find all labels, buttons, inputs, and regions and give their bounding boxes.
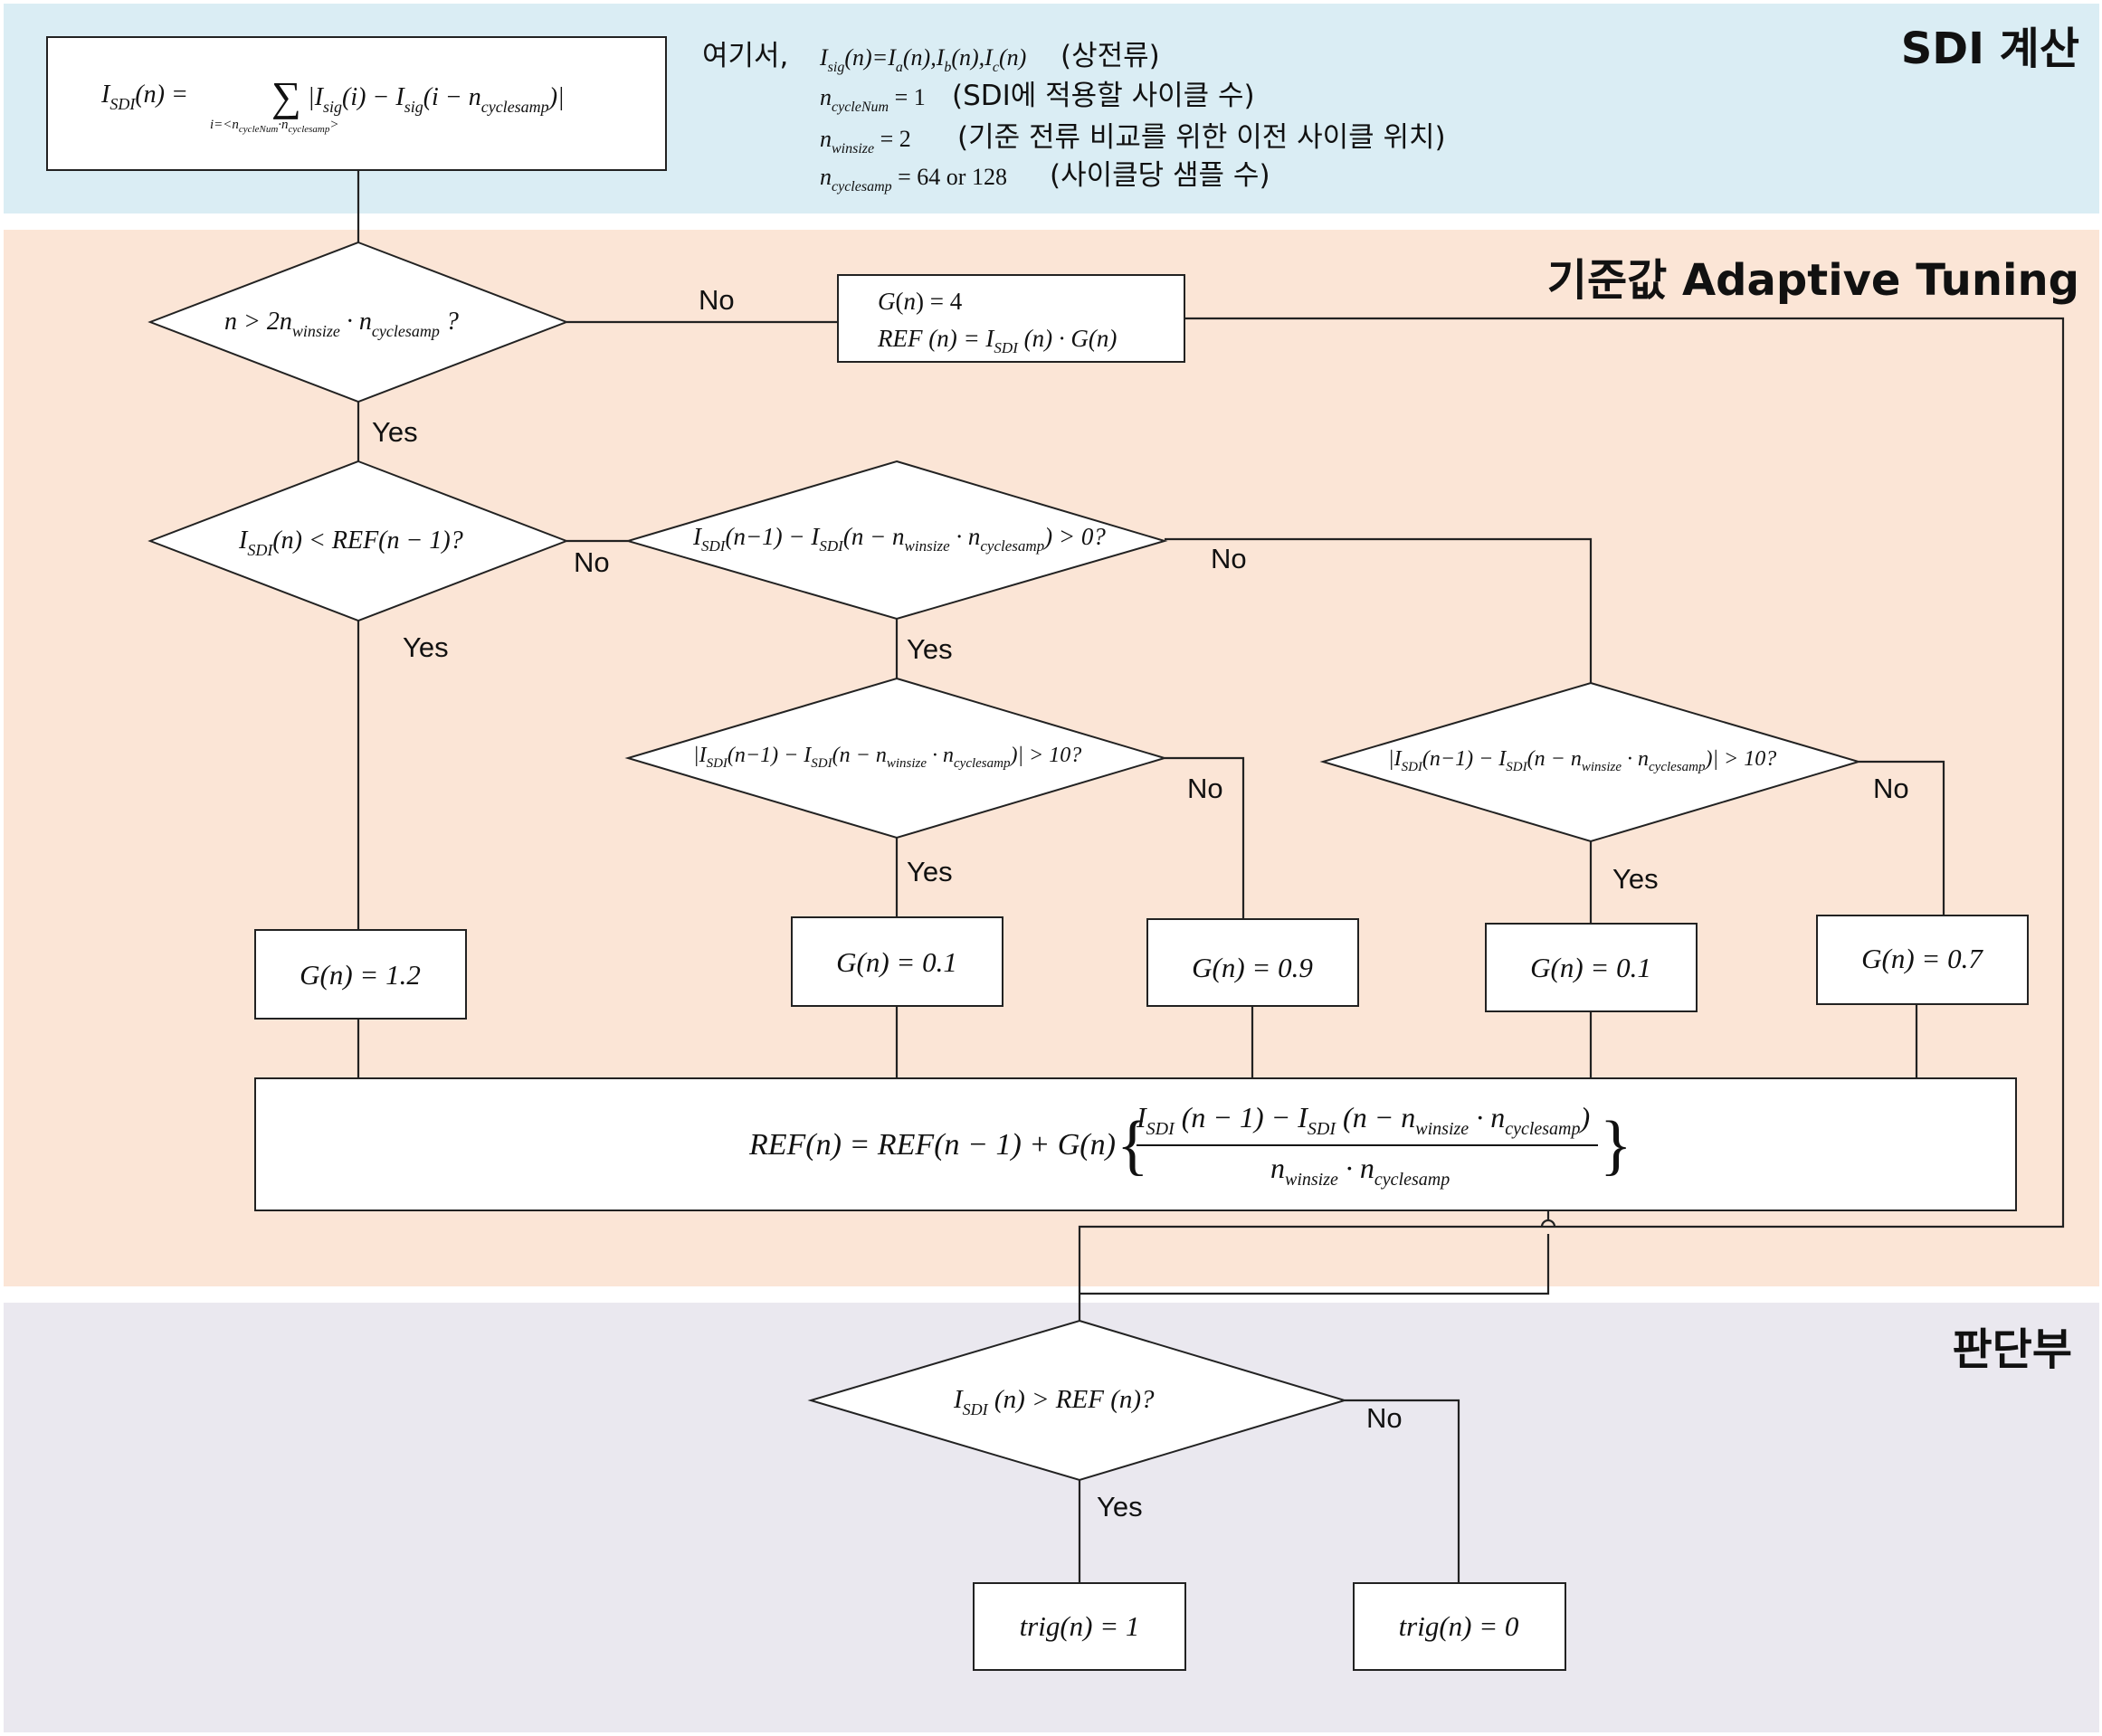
notes-line4-desc: (사이클당 샘플 수) [1050,159,1270,192]
edge-label-yes-d5: Yes [1612,863,1659,895]
gain-box-1-2 [254,929,467,1020]
trigger-off-label: trig(n) = 0 [1399,1610,1519,1642]
edge-label-yes-d2: Yes [403,631,449,663]
reference-update-box [254,1077,2017,1211]
edge-label-no-d2: No [574,546,610,578]
notes-line1-desc: (상전류) [1061,40,1160,72]
svg-text:∑: ∑ [271,73,301,119]
variable-notes: 여기서, Isig(n)=Ia(n),Ib(n),Ic(n) (상전류) ncy… [702,40,1446,194]
decision-trend-positive [624,460,1168,621]
decision-large-change-positive [624,677,1168,840]
svg-text:ISDI(n) < REF(n − 1)?: ISDI(n) < REF(n − 1)? [238,526,463,559]
trigger-off-box [1353,1582,1566,1671]
connectors [357,170,2065,1583]
trigger-on-label: trig(n) = 1 [1020,1610,1140,1642]
svg-text:|ISDI(n−1) − ISDI(n − nwinsize: |ISDI(n−1) − ISDI(n − nwinsize · ncycles… [1388,747,1776,774]
judge-section-title: 판단부 [1953,1324,2072,1375]
gain-box-0-9 [1146,918,1359,1007]
trigger-on-box [973,1582,1186,1671]
svg-text:Isig(n)=Ia(n),Ib(n),Ic(n): Isig(n)=Ia(n),Ib(n),Ic(n) [819,44,1026,75]
svg-text:ISDI(n−1) − ISDI(n − nwinsize: ISDI(n−1) − ISDI(n − nwinsize · ncyclesa… [692,523,1106,555]
gain-label-0-1-a: G(n) = 0.1 [836,946,957,978]
decision-large-change-negative [1319,681,1862,843]
edge-label-yes-d3: Yes [907,633,953,665]
svg-text:n > 2nwinsize · ncyclesamp ?: n > 2nwinsize · ncyclesamp ? [224,308,459,340]
edge-label-no-d5: No [1873,773,1909,804]
notes-line3-desc: (기준 전류 비교를 위한 이전 사이클 위치) [957,121,1446,154]
edge-label-no-d6: No [1366,1402,1403,1434]
decision-trip-check [807,1319,1348,1482]
gain-label-1-2: G(n) = 1.2 [300,959,421,991]
svg-text:REF(n) = REF(n − 1) + G(n): REF(n) = REF(n − 1) + G(n) [748,1128,1116,1162]
gain-label-0-1-b: G(n) = 0.1 [1530,952,1651,983]
gain-box-0-1-a [791,916,1003,1007]
notes-prefix: 여기서, [702,40,788,72]
sdi-section-title: SDI 계산 [1901,24,2079,74]
gain-label-0-9: G(n) = 0.9 [1192,952,1313,983]
edge-label-yes-d4: Yes [907,856,953,887]
decision-below-reference [147,460,569,622]
gain-box-0-7 [1816,915,2029,1005]
edge-label-no-d4: No [1187,773,1223,804]
svg-text:}: } [1600,1108,1632,1182]
sdi-formula-box [46,36,667,171]
notes-line2-desc: (SDI에 적용할 사이클 수) [952,80,1255,112]
decision-startup-check [147,241,569,403]
edge-label-yes-d6: Yes [1097,1491,1143,1523]
gain-box-0-1-b [1485,923,1698,1012]
gain-label-0-7: G(n) = 0.7 [1861,943,1983,974]
init-reference-box [837,274,1185,363]
svg-text:G(n) = 4: G(n) = 4 [878,288,963,315]
tuning-section-title: 기준값 Adaptive Tuning [1547,255,2079,306]
edge-label-no-d1: No [699,284,735,316]
sdi-formula: ISDI(n) = ∑ |Isig(i) − Isig(i − ncyclesa… [100,73,565,135]
edge-label-yes-d1: Yes [372,416,418,448]
edge-label-no-d3: No [1211,543,1247,574]
